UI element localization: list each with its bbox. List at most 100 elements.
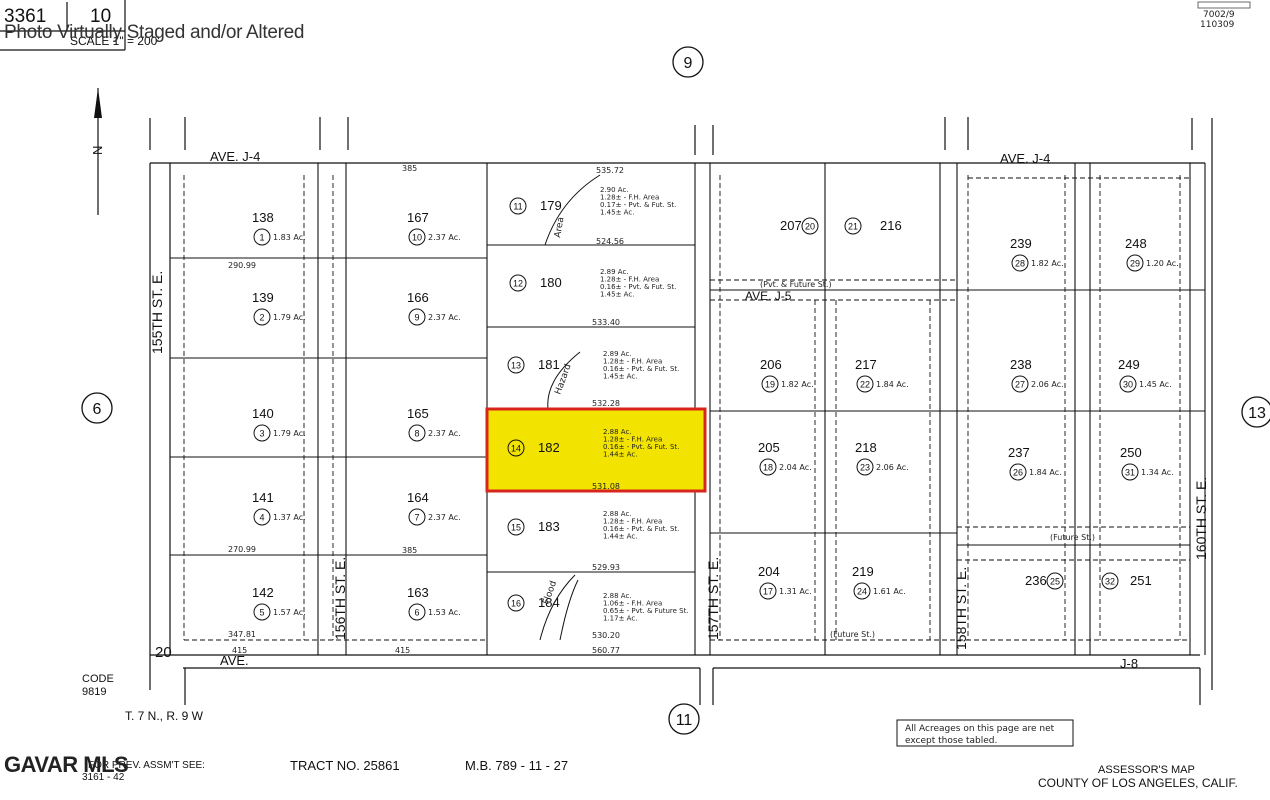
- parcel-number: 23: [860, 463, 870, 473]
- parcel-number: 28: [1015, 259, 1025, 269]
- street-160th: 160TH ST. E.: [1193, 477, 1209, 560]
- parcel-205[interactable]: 205 18 2.04 Ac.: [758, 440, 812, 476]
- parcel-area: 1.79 Ac.: [273, 313, 306, 322]
- page-number: 3361: [4, 6, 46, 27]
- parcel-note-line: 0.17± - Pvt. & Fut. St.: [600, 201, 676, 209]
- adjacent-map-west[interactable]: 6: [81, 392, 113, 424]
- parcel-number: 32: [1105, 577, 1115, 587]
- note-line-1: All Acreages on this page are net: [905, 724, 1055, 734]
- parcel-number: 21: [848, 222, 858, 232]
- parcel-number-circle: [253, 603, 271, 621]
- street-ave-j4-east: AVE. J-4: [1000, 151, 1050, 166]
- parcel-number: 17: [763, 587, 773, 597]
- dim-r6: 530.20: [592, 631, 620, 640]
- parcel-number: 24: [857, 587, 867, 597]
- parcel-number: 9: [414, 313, 419, 323]
- parcel-note-line: 0.16± - Pvt. & Fut. St.: [600, 283, 676, 291]
- parcel-number-circle: [759, 582, 777, 600]
- parcel-id: 205: [758, 440, 780, 455]
- parcel-number-circle: [509, 197, 527, 215]
- parcel-id: 239: [1010, 236, 1032, 251]
- parcel-note-line: 0.16± - Pvt. & Fut. St.: [603, 525, 679, 533]
- map-title-1: ASSESSOR'S MAP: [1098, 764, 1195, 776]
- parcel-number: 14: [511, 444, 521, 454]
- parcel-area: 1.31 Ac.: [779, 587, 812, 596]
- mls-logo: GAVAR MLS: [4, 752, 129, 777]
- parcel-area: 2.37 Ac.: [428, 429, 461, 438]
- dim-385a: 385: [402, 164, 417, 173]
- street-ave-j8-west: AVE.: [220, 653, 249, 668]
- parcel-note-line: 1.45± Ac.: [600, 209, 634, 217]
- parcel-number-circle: [253, 508, 271, 526]
- parcel-number-circle: [408, 308, 426, 326]
- parcel-id: 217: [855, 357, 877, 372]
- dim-r2: 533.40: [592, 318, 620, 327]
- parcel-number-circle: [1119, 375, 1137, 393]
- parcel-id: 237: [1008, 445, 1030, 460]
- parcel-id: 163: [407, 585, 429, 600]
- svg-text:9: 9: [684, 55, 693, 72]
- adjacent-map-east[interactable]: 13: [1241, 396, 1270, 428]
- parcel-number-circle: [408, 228, 426, 246]
- parcel-area: 2.04 Ac.: [779, 463, 812, 472]
- adjacent-map-north[interactable]: 9: [672, 46, 704, 78]
- code-block: CODE 9819 T. 7 N., R. 9 W: [82, 673, 204, 723]
- parcel-number: 2: [259, 313, 264, 323]
- corner-label: 20: [155, 644, 172, 661]
- parcel-id: 141: [252, 490, 274, 505]
- parcel-note-line: 2.90 Ac.: [600, 186, 629, 194]
- parcel-number: 22: [860, 380, 870, 390]
- parcel-number: 18: [763, 463, 773, 473]
- parcel-id: 166: [407, 290, 429, 305]
- parcel-note-line: 2.88 Ac.: [603, 510, 632, 518]
- parcel-id: 140: [252, 406, 274, 421]
- parcel-note-line: 2.88 Ac.: [603, 592, 632, 600]
- parcel-note-line: 1.45± Ac.: [600, 291, 634, 299]
- parcel-id: 142: [252, 585, 274, 600]
- parcel-id: 164: [407, 490, 429, 505]
- parcel-number-circle: [507, 356, 525, 374]
- adjacent-map-south[interactable]: 11: [668, 703, 700, 735]
- parcel-number: 19: [765, 380, 775, 390]
- parcel-note-line: 2.89 Ac.: [600, 268, 629, 276]
- parcel-number: 8: [414, 429, 419, 439]
- parcel-id: 179: [540, 198, 562, 213]
- prev-assmt-label: FOR PREV. ASSM'T SEE:: [88, 760, 205, 771]
- code-label: CODE: [82, 673, 114, 685]
- parcel-number-circle: [1101, 572, 1119, 590]
- parcel-area: 2.06 Ac.: [876, 463, 909, 472]
- parcel-area: 1.34 Ac.: [1141, 468, 1174, 477]
